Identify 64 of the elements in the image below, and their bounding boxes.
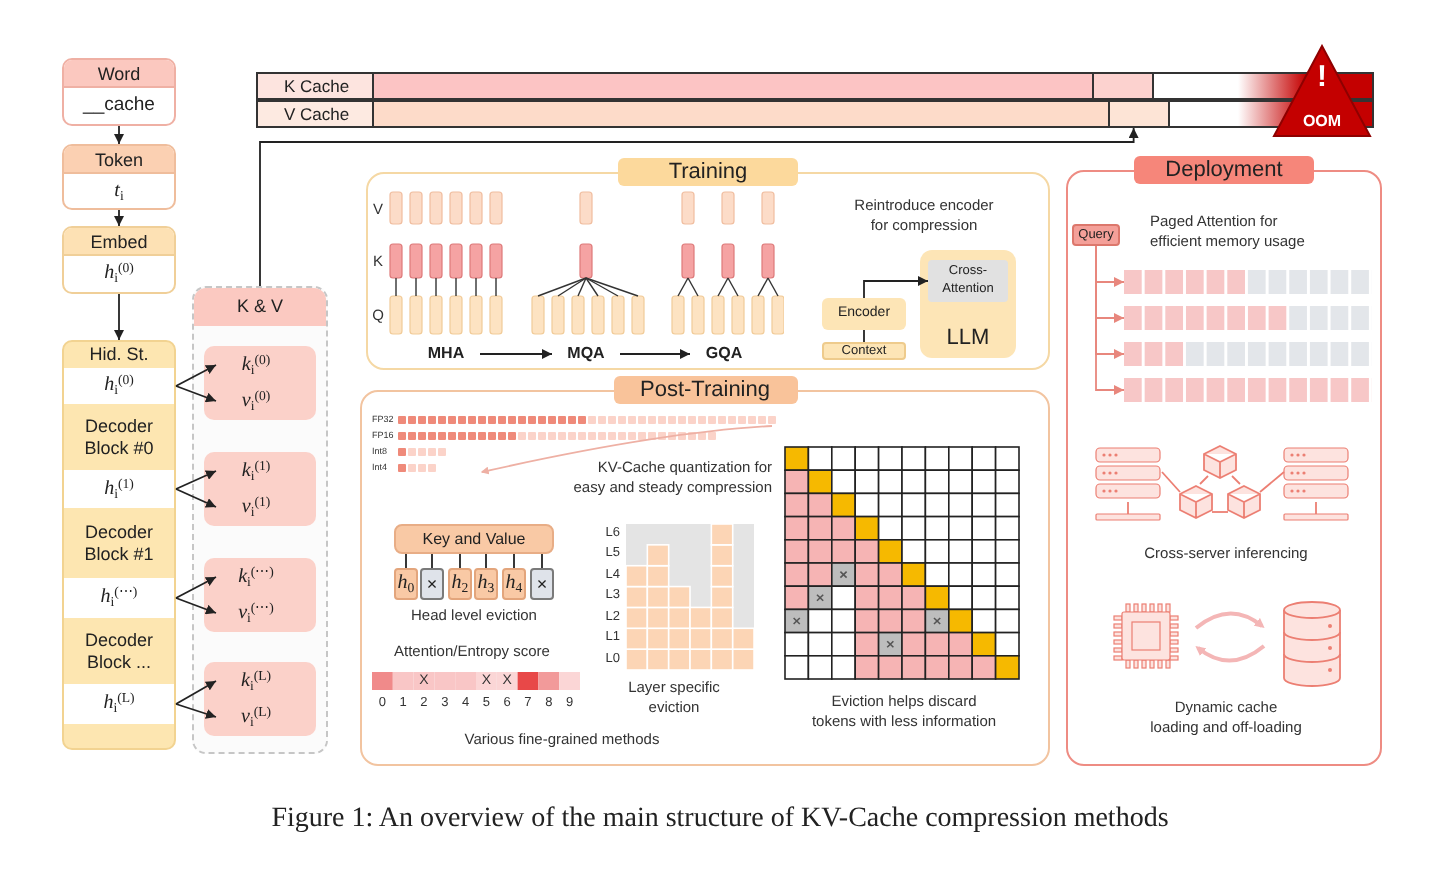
- arrow: [175, 385, 217, 403]
- box-label: LLM: [946, 326, 990, 350]
- connector-line: [863, 329, 865, 343]
- decoder-block-label: Decoder Block #1: [64, 508, 174, 578]
- arrow: [114, 293, 124, 341]
- evicted-head-box: ×: [420, 568, 444, 600]
- kv-pair-box: [204, 452, 316, 526]
- memory-block-row: [1124, 270, 1372, 294]
- arrow: [863, 276, 929, 299]
- method-name: GQA: [690, 342, 758, 366]
- arrow: [1095, 245, 1125, 395]
- arrow: [619, 349, 691, 359]
- figure-caption: Figure 1: An overview of the main structure of KV-Cache compression methods: [269, 802, 1171, 838]
- embedding-box: [62, 226, 176, 294]
- decoder-block-label: Decoder Block #0: [64, 404, 174, 470]
- arrow: [175, 703, 217, 719]
- kv-pair-box: [204, 662, 316, 736]
- connector-line: [405, 553, 407, 569]
- arrow: [479, 349, 553, 359]
- memory-block-row: [1124, 342, 1372, 366]
- arrow: [175, 576, 217, 599]
- decoder-block-label: Decoder Block ...: [64, 618, 174, 684]
- key-value-box: Key and Value: [394, 524, 554, 554]
- arrow: [259, 127, 1139, 287]
- arrow: [175, 470, 217, 490]
- arrow: [175, 680, 217, 705]
- box-heading: Embed: [64, 228, 174, 256]
- arrow: [175, 488, 217, 508]
- panel-heading: K & V: [194, 288, 326, 326]
- memory-block-row: [1124, 306, 1372, 330]
- attention-head-box: h$_{0}$: [394, 568, 418, 600]
- panel-tab: Post-Training: [613, 376, 797, 404]
- panel-tab: Training: [618, 158, 798, 186]
- math-symbol: t$_{i}$: [112, 178, 126, 208]
- connector-line: [431, 553, 433, 569]
- attention-head-box: h$_{2}$: [448, 568, 472, 600]
- kv-panel: [192, 286, 328, 754]
- kv-pair-box: [204, 346, 316, 420]
- arrow: [114, 125, 124, 145]
- attention-head-box: h$_{4}$: [502, 568, 526, 600]
- memory-block-row: [1124, 378, 1372, 402]
- connector-line: [459, 553, 461, 569]
- word-box: [62, 58, 176, 126]
- evicted-head-box: ×: [530, 568, 554, 600]
- column-heading: Hid. St.: [89, 342, 149, 368]
- connector-line: [485, 553, 487, 569]
- arrow: [175, 597, 217, 615]
- warning-triangle: [1272, 44, 1372, 138]
- arrow: [175, 364, 217, 387]
- attention-head-box: h$_{3}$: [474, 568, 498, 600]
- box-heading: Token: [64, 146, 174, 174]
- llm-box: [920, 250, 1016, 358]
- token-text: __cache: [80, 92, 157, 120]
- kv-pair-box: [204, 558, 316, 632]
- connector-line: [513, 553, 515, 569]
- token-box: [62, 144, 176, 210]
- box-heading: Word: [64, 60, 174, 88]
- warning-text: OOM: [1302, 112, 1342, 130]
- connector-line: [541, 553, 543, 569]
- method-name: MQA: [552, 342, 620, 366]
- method-name: MHA: [412, 342, 480, 366]
- panel-tab: Deployment: [1134, 156, 1314, 184]
- arrow: [114, 209, 124, 227]
- hidden-state-column: [62, 340, 176, 750]
